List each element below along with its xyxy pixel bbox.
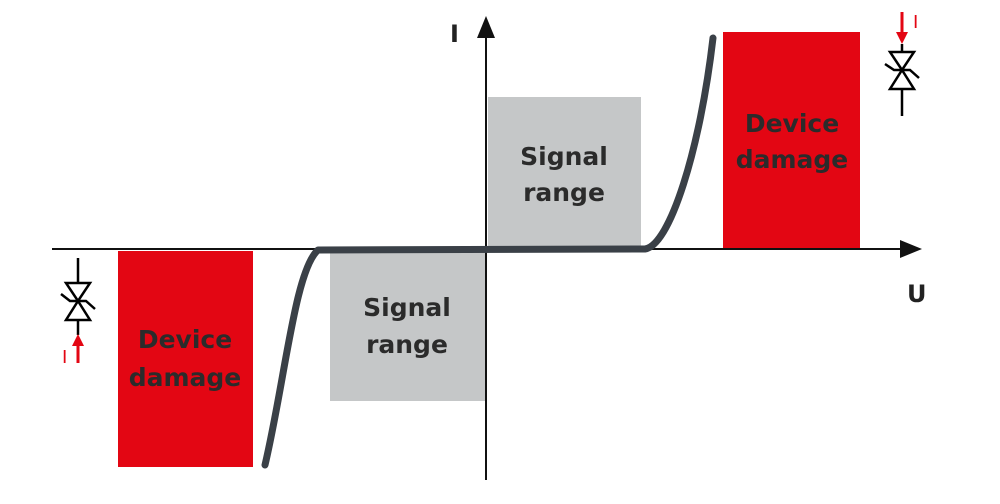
tvs-diode-positive-icon	[884, 44, 920, 116]
signal-range-positive-line2: range	[523, 178, 605, 207]
signal-range-negative-line2: range	[366, 330, 448, 359]
device-damage-positive-region	[723, 32, 860, 248]
current-arrow-up-icon	[72, 334, 84, 363]
i-axis-arrow-icon	[477, 16, 495, 38]
current-label-negative: I	[62, 347, 67, 368]
i-axis-label: I	[450, 20, 459, 48]
device-damage-negative-line1: Device	[138, 325, 232, 354]
current-label-positive: I	[913, 12, 918, 33]
u-axis-arrow-icon	[900, 240, 922, 258]
u-axis-label: U	[907, 280, 927, 308]
iv-curve	[261, 34, 717, 469]
device-damage-negative-line2: damage	[129, 363, 242, 392]
device-damage-negative-region	[118, 251, 253, 467]
signal-range-positive-line1: Signal	[520, 142, 608, 171]
signal-range-negative-region	[330, 251, 485, 401]
device-damage-positive-line2: damage	[736, 145, 849, 174]
signal-range-positive-region	[488, 97, 641, 248]
current-arrow-down-icon	[896, 12, 908, 44]
tvs-diode-negative-icon	[60, 258, 96, 335]
device-damage-positive-line1: Device	[745, 109, 839, 138]
signal-range-negative-line1: Signal	[363, 293, 451, 322]
